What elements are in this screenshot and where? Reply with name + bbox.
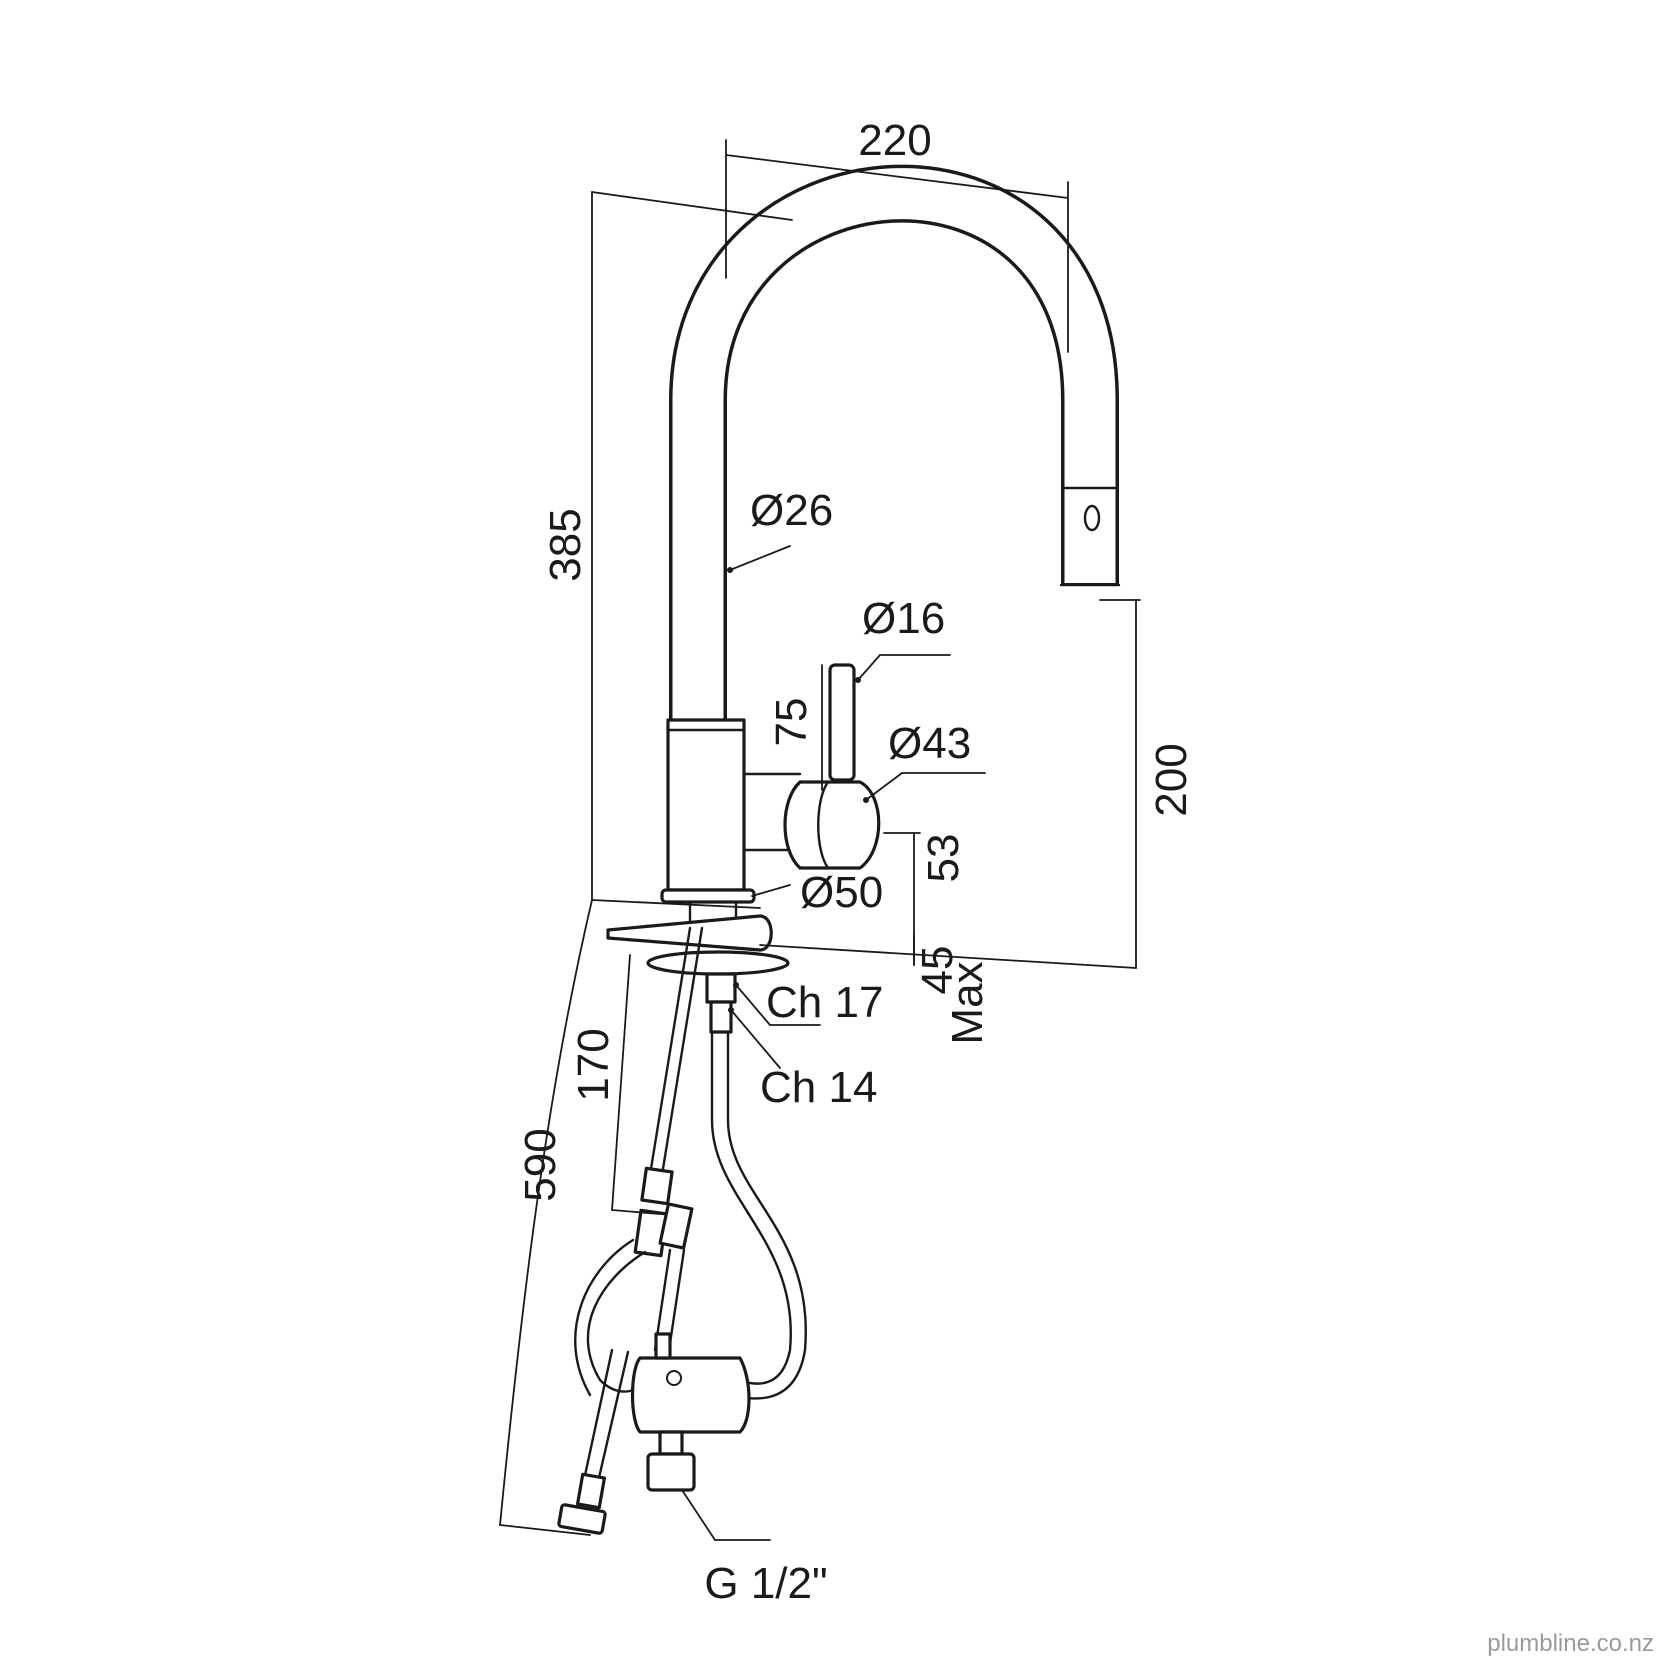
leader-26-dot: [727, 567, 733, 573]
label-220: 220: [858, 116, 931, 165]
dim-170-bottom-ext: [611, 1209, 661, 1215]
label-max: Max: [943, 961, 992, 1044]
leader-16: [857, 654, 881, 681]
dim-590-arc: [499, 899, 593, 1526]
dimension-lines: [499, 139, 1141, 1541]
leader-ch17: [735, 984, 771, 1026]
inlet-nut-g12: [646, 1452, 696, 1492]
dim-385-bottom-ext: [591, 899, 761, 909]
fitting-mid: [658, 1202, 694, 1250]
watermark: plumbline.co.nz: [1487, 1630, 1654, 1657]
hose-to-block-2: [667, 1248, 686, 1352]
leader-16-dot: [855, 677, 861, 683]
mounting-hardware: [557, 914, 807, 1535]
lever-handle: [828, 663, 856, 782]
tap-body-cylinder: [666, 718, 746, 892]
flow-block-screw: [666, 1370, 682, 1386]
inlet-fitting: [658, 1430, 684, 1456]
shank-left: [648, 926, 692, 1177]
shank-right-2: [726, 1030, 807, 1400]
label-16: Ø16: [862, 594, 945, 643]
leader-ch14: [730, 1009, 781, 1069]
flow-block: [630, 1356, 751, 1434]
label-g12: G 1/2": [704, 1559, 827, 1608]
supply-hose-fitting: [575, 1472, 607, 1510]
hose-loop-left-2: [574, 1238, 635, 1397]
shank-nut-ch17: [705, 972, 737, 1004]
dim-200-bottom-ext: [759, 944, 1137, 969]
label-26: Ø26: [750, 486, 833, 535]
label-43: Ø43: [888, 719, 971, 768]
label-ch17: Ch 17: [766, 978, 883, 1027]
leader-43-dot: [863, 797, 869, 803]
spray-button: [1083, 504, 1101, 532]
supply-hose-nut: [557, 1503, 607, 1535]
label-590: 590: [516, 1128, 565, 1201]
dim-385-top-ext: [591, 191, 793, 221]
label-200: 200: [1147, 743, 1196, 816]
dim-590-bottom-ext: [499, 1524, 591, 1536]
label-170: 170: [569, 1028, 618, 1101]
leader-ch17-dot: [733, 982, 739, 988]
dim-170-line: [611, 954, 631, 1211]
fitting-left-upper: [640, 1166, 674, 1206]
leader-26: [729, 545, 791, 571]
leader-ch14-dot: [728, 1007, 734, 1013]
lever-body-edge: [817, 780, 830, 870]
backnut-washer: [646, 950, 790, 976]
dimension-labels: 220 385 Ø26 Ø16 75 Ø43 200 53 Ø50 45 Max…: [516, 116, 1196, 1608]
spout-fill: [672, 168, 1116, 722]
dim-220-line: [725, 154, 1069, 199]
label-45: 45: [913, 946, 962, 995]
leader-50: [751, 884, 791, 897]
label-75: 75: [767, 698, 816, 747]
supply-hose-left: [582, 1348, 614, 1482]
label-50: Ø50: [800, 868, 883, 917]
flow-block-spigot: [654, 1332, 672, 1360]
label-53: 53: [919, 834, 968, 883]
supply-hose-left-2: [596, 1350, 630, 1484]
shank-nut-ch14: [709, 1000, 733, 1034]
shank-left-2: [660, 926, 704, 1177]
base-flange: [660, 888, 756, 904]
label-ch14: Ch 14: [760, 1063, 877, 1112]
leader-43: [865, 772, 903, 801]
tap-body: [660, 164, 1121, 930]
shank-right: [710, 1030, 792, 1385]
leader-g12: [681, 1489, 716, 1541]
label-385: 385: [541, 508, 590, 581]
lever-body: [783, 780, 881, 870]
